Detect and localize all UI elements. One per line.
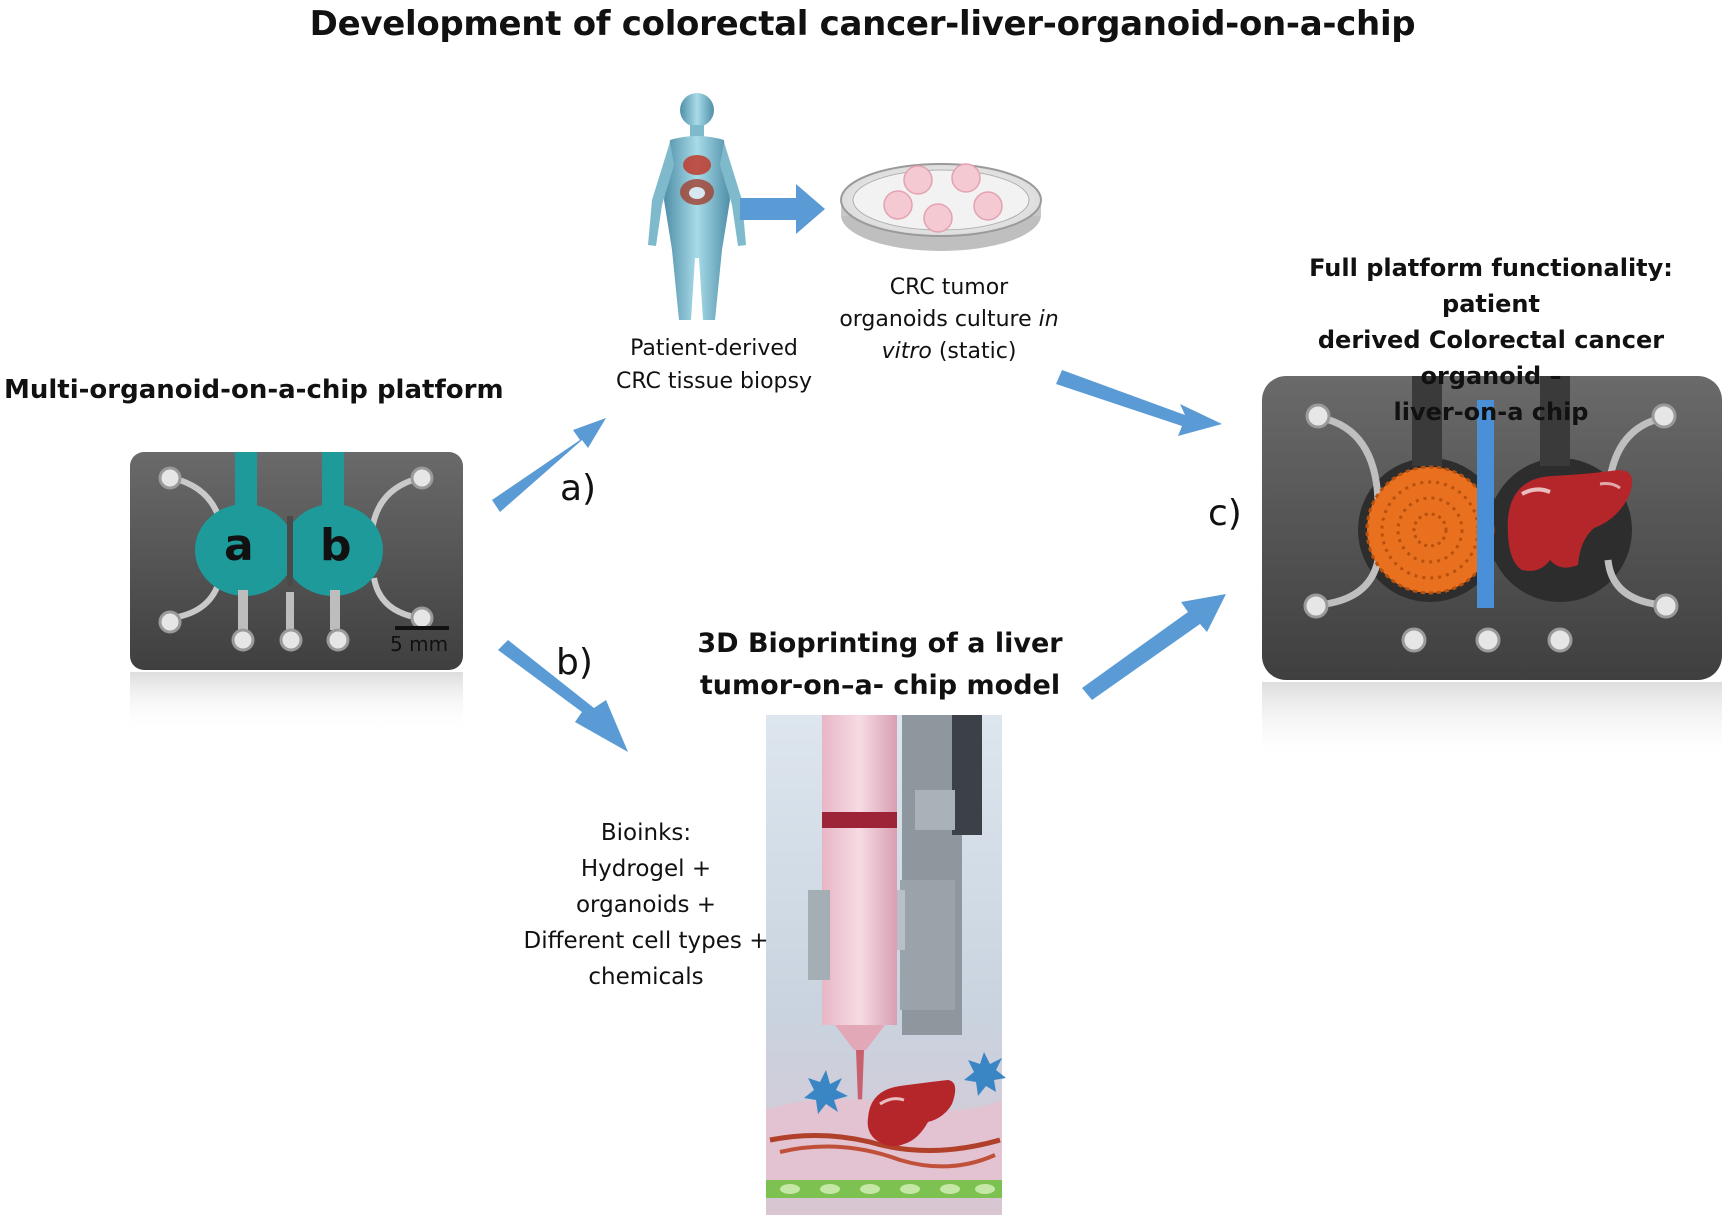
culture-caption-line3: vitro (static) bbox=[881, 339, 1017, 364]
chamber-b-label: b bbox=[320, 520, 352, 571]
culture-caption-line1: CRC tumor bbox=[889, 275, 1009, 300]
human-body-icon bbox=[648, 93, 746, 320]
full-platform-heading: Full platform functionality: patient der… bbox=[1309, 254, 1673, 426]
chamber-a-label: a bbox=[224, 520, 254, 571]
figure-title: Development of colorectal cancer-liver-o… bbox=[309, 4, 1416, 44]
multi-organoid-chip-photo bbox=[130, 452, 463, 732]
arrow-label-a: a) bbox=[560, 468, 597, 509]
arrow-label-b: b) bbox=[556, 642, 593, 683]
separator-channel bbox=[1477, 400, 1494, 608]
crc-organoid-icon bbox=[1365, 465, 1495, 595]
liver-icon bbox=[1507, 470, 1633, 571]
culture-caption-line2: organoids culture in bbox=[839, 307, 1059, 332]
arrow-label-c: c) bbox=[1208, 493, 1242, 534]
patient-caption: Patient-derived CRC tissue biopsy bbox=[600, 332, 828, 398]
bioprinting-image bbox=[766, 715, 1006, 1215]
bioprinting-heading: 3D Bioprinting of a liver tumor-on–a- ch… bbox=[697, 628, 1063, 701]
arrow-culture-to-platform bbox=[1056, 370, 1222, 436]
patient-caption-line2: CRC tissue biopsy bbox=[615, 369, 813, 394]
petri-dish-icon bbox=[840, 163, 1042, 251]
arrow-a bbox=[492, 418, 606, 512]
patient-caption-line1: Patient-derived bbox=[630, 336, 798, 361]
multi-organoid-heading: Multi-organoid-on-a-chip platform bbox=[4, 375, 504, 405]
arrow-b bbox=[498, 640, 628, 752]
arrow-patient-to-culture bbox=[740, 184, 825, 234]
culture-caption: CRC tumor organoids culture in vitro (st… bbox=[838, 272, 1060, 368]
scale-bar-label: 5 mm bbox=[390, 632, 449, 656]
arrow-c bbox=[1082, 594, 1226, 700]
bioinks-caption: Bioinks: Hydrogel + organoids + Differen… bbox=[523, 820, 769, 990]
